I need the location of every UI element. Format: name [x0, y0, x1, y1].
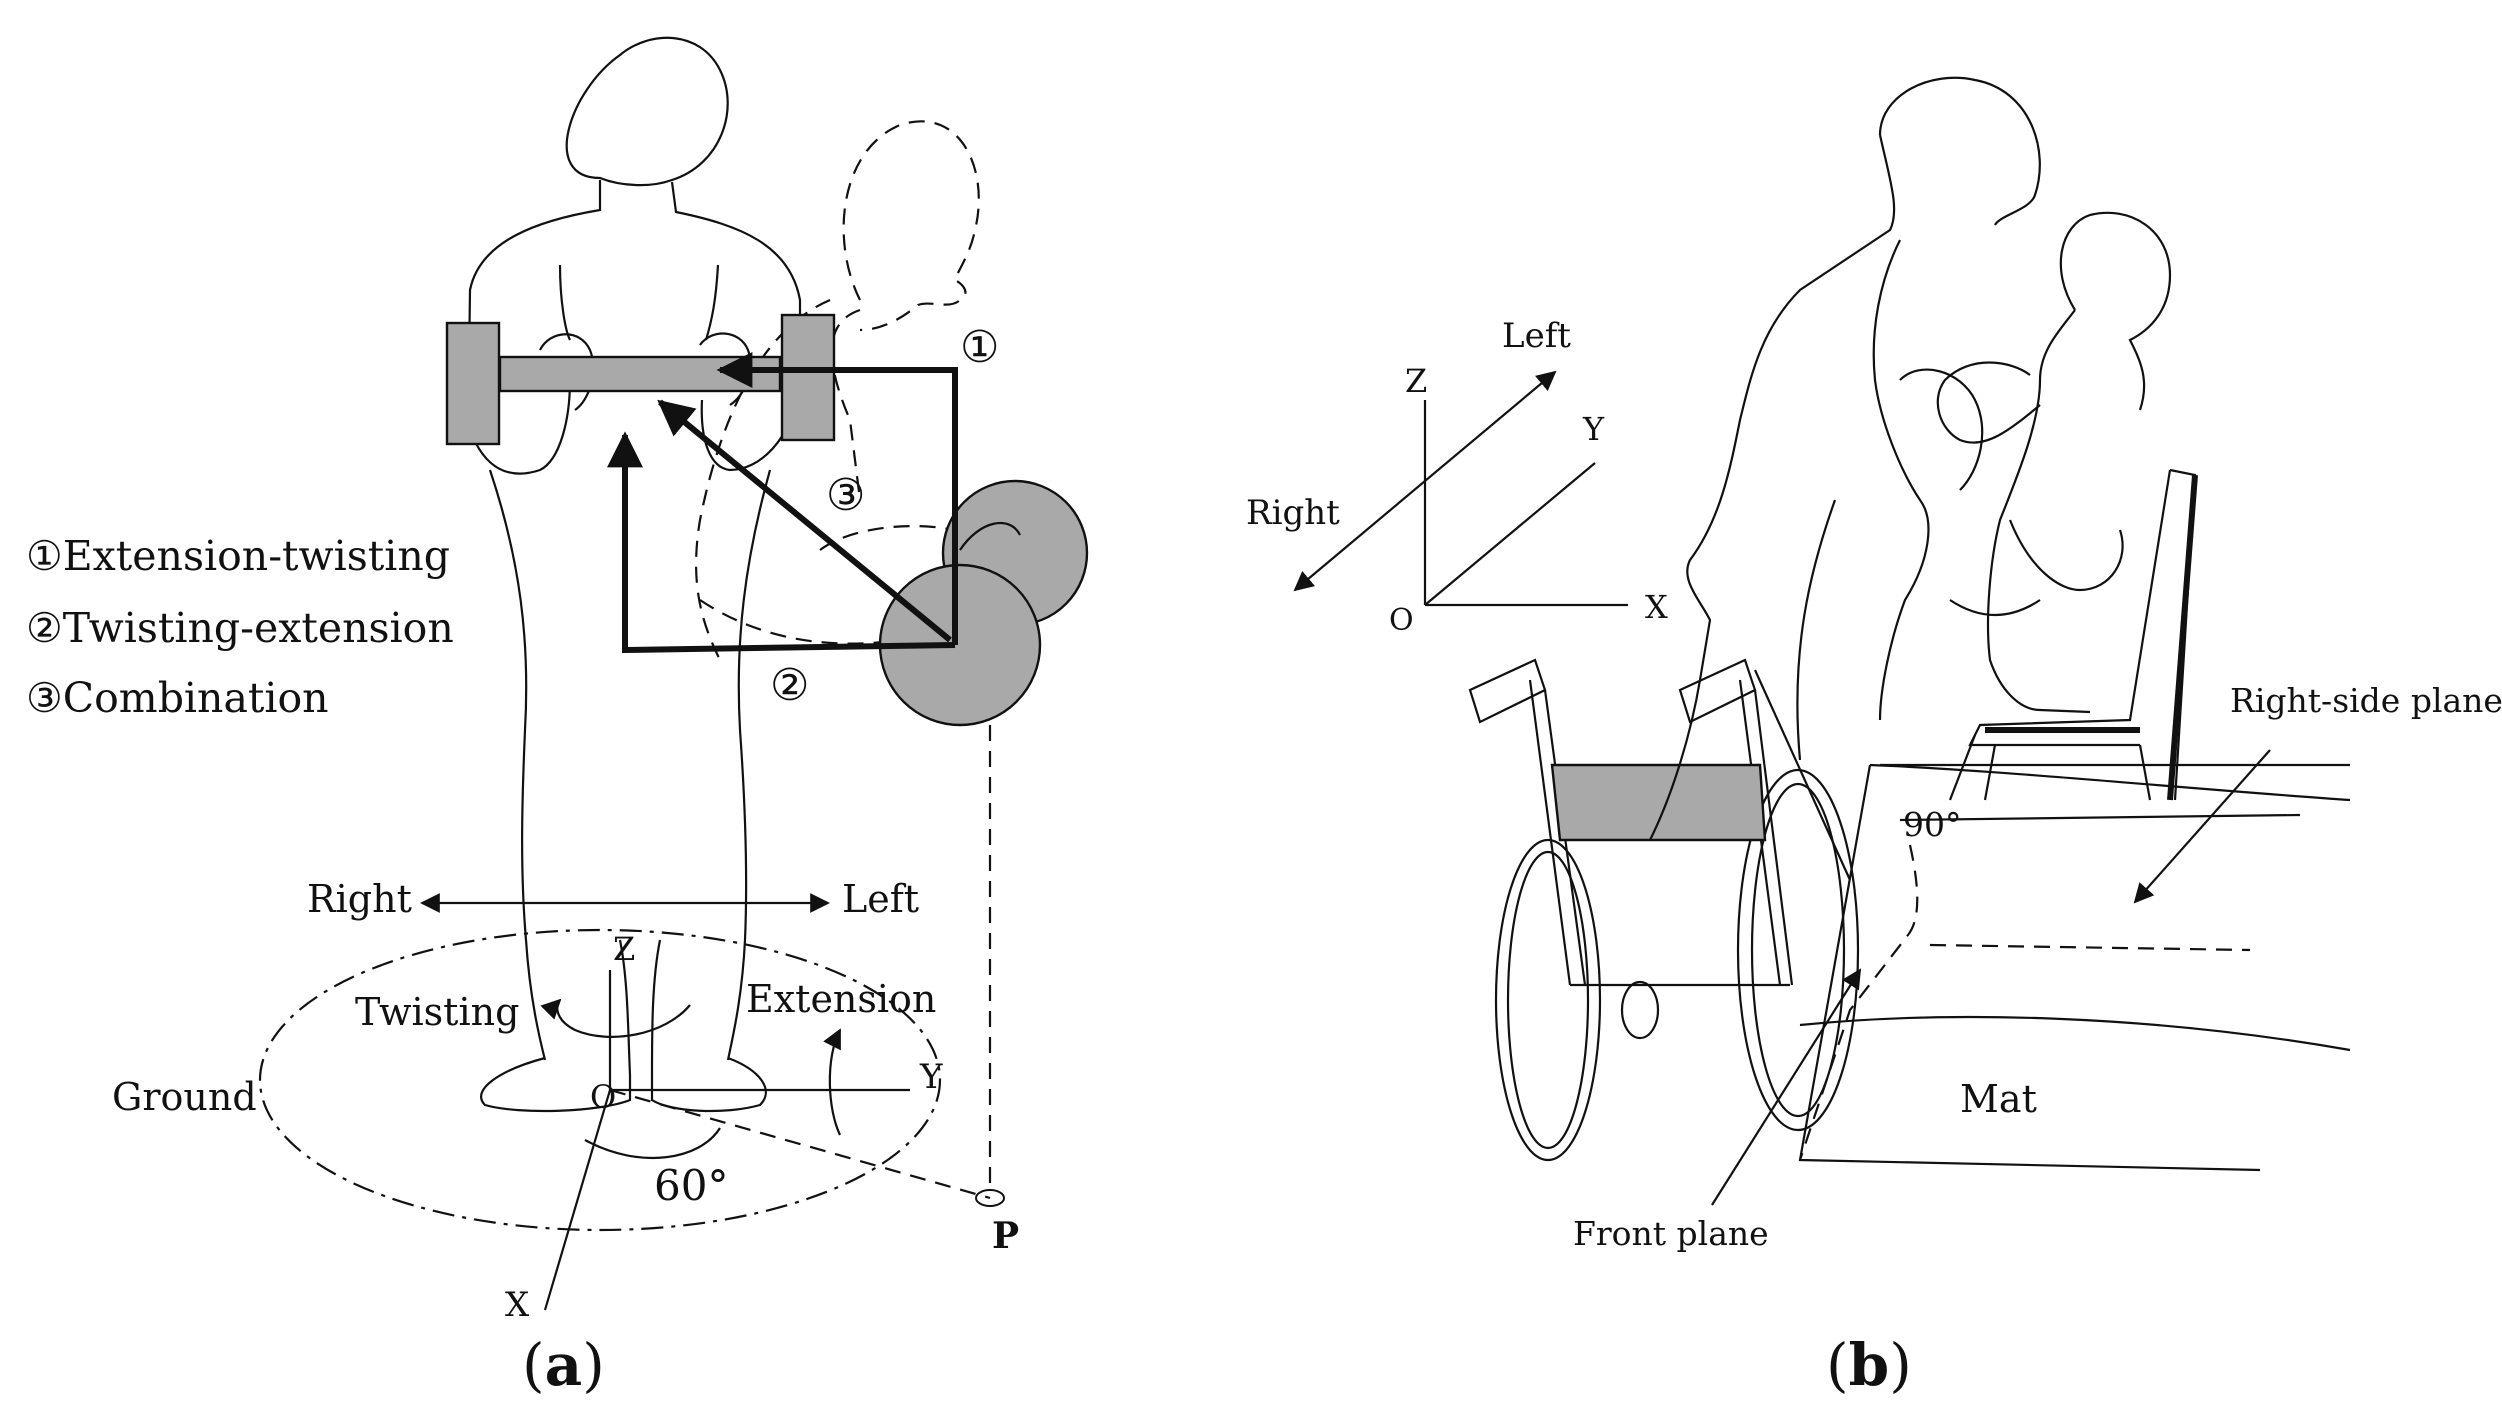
- patient-figure: [1899, 211, 2172, 714]
- point-p-marker: [975, 1189, 1005, 1207]
- b-axis-x-label: X: [1645, 588, 1668, 626]
- angle-90-label: 90°: [1903, 805, 1962, 844]
- twisting-label: Twisting: [355, 990, 519, 1034]
- b-axis-z-label: Z: [1405, 362, 1427, 400]
- legend-item-1: ①Extension-twisting: [26, 532, 450, 580]
- direction-left-label: Left: [842, 877, 919, 921]
- caption-b: (b): [1826, 1331, 1912, 1399]
- barbell: [445, 313, 836, 446]
- front-plane-arrow: [1711, 968, 1862, 1206]
- twisting-arrow: [540, 998, 691, 1038]
- caption-a: (a): [522, 1331, 605, 1399]
- axis-y-label: Y: [919, 1057, 943, 1097]
- mat-label: Mat: [1960, 1077, 2037, 1121]
- legend-item-2: ②Twisting-extension: [26, 604, 454, 652]
- path-legend: ①Extension-twisting ②Twisting-extension …: [26, 532, 454, 722]
- panel-a: ① ③ ② ①Extension-twisting ②Twisting-exte…: [26, 36, 1089, 1399]
- b-axis-o-label: O: [1389, 603, 1414, 638]
- b-left-right-arrow: [1293, 370, 1557, 592]
- point-p-label: P: [992, 1215, 1019, 1257]
- path-marker-1: ①: [960, 322, 999, 373]
- path-marker-2: ②: [770, 660, 809, 711]
- legend-item-3: ③Combination: [26, 674, 329, 722]
- ghost-figure: [695, 120, 981, 661]
- mat: [1798, 763, 2351, 1172]
- caption-a-open: (: [522, 1331, 545, 1399]
- caregiver-figure: [1649, 76, 2041, 841]
- b-direction-left-label: Left: [1502, 316, 1571, 356]
- angle-arc: [584, 1127, 721, 1159]
- extension-arrow: [823, 1028, 841, 1136]
- b-y-axis: [1424, 462, 1596, 606]
- axis-z-label: Z: [613, 930, 635, 968]
- x-axis: [543, 1089, 612, 1311]
- chair: [1948, 468, 2198, 801]
- human-figure: [466, 36, 802, 1113]
- right-side-plane-arrow: [2133, 749, 2271, 904]
- panel-b: Z Y X O Left Right: [1246, 76, 2502, 1399]
- b-axis-y-label: Y: [1582, 410, 1605, 448]
- barbell-plates-low: [878, 479, 1089, 727]
- caption-b-letter: b: [1849, 1331, 1890, 1399]
- p-projection-line: [609, 1088, 991, 1200]
- ground-label: Ground: [112, 1075, 257, 1119]
- extension-label: Extension: [746, 977, 936, 1021]
- caption-a-letter: a: [545, 1331, 583, 1399]
- b-direction-right-label: Right: [1246, 493, 1340, 533]
- caption-a-close: ): [582, 1331, 605, 1399]
- front-plane-label: Front plane: [1573, 1214, 1769, 1253]
- direction-right-label: Right: [307, 877, 412, 921]
- ground-ellipse: [258, 928, 942, 1232]
- movement-paths: [607, 352, 958, 654]
- path-marker-3: ③: [826, 470, 865, 521]
- right-side-plane-label: Right-side plane: [2230, 681, 2502, 720]
- wheelchair: [1468, 658, 1860, 1162]
- axis-o-label: O: [590, 1078, 616, 1116]
- caption-b-close: ): [1889, 1331, 1912, 1399]
- caption-b-open: (: [1826, 1331, 1849, 1399]
- angle-label: 60°: [654, 1161, 728, 1210]
- axis-x-label: X: [505, 1285, 530, 1325]
